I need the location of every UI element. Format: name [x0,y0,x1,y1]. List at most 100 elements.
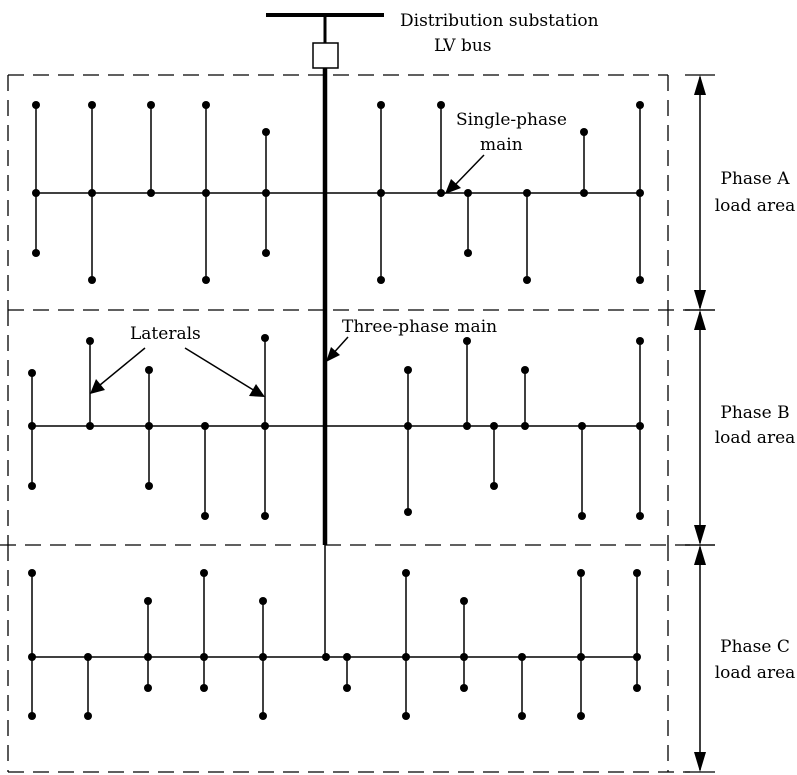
phase-a-lateral-3-top-node [147,101,155,109]
phase-c-label-line2: load area [715,663,796,683]
substation-label-line2: LV bus [434,36,492,56]
phase-c-lateral-7-bottom-node [343,684,351,692]
phase-c-lateral-1-top-node [28,569,36,577]
phase-b-lateral-7-junction-node [463,422,471,430]
phase-c-lateral-11-bottom-node [577,712,585,720]
phase-b-lateral-1-junction-node [28,422,36,430]
phase-c-lateral-2-junction-node [84,653,92,661]
phase-b-lateral-9-top-node [521,366,529,374]
phase-c-lateral-9-bottom-node [460,684,468,692]
phase-b-lateral-6-top-node [404,366,412,374]
phase-b-lateral-3-junction-node [145,422,153,430]
phase-c-lateral-1-junction-node [28,653,36,661]
phase-b-lateral-2-top-node [86,337,94,345]
phase-c-lateral-5-bottom-node [259,712,267,720]
phase-b-lateral-8-bottom-node [490,482,498,490]
single-phase-main-arrow-line [454,154,485,186]
phase-c-label-line1: Phase C [720,637,790,657]
phase-a-lateral-2-bottom-node [88,276,96,284]
phase-c-lateral-6-junction-node [322,653,330,661]
phase-c-lateral-4-bottom-node [200,684,208,692]
phase-a-lateral-11-junction-node [636,189,644,197]
phase-b-lateral-5-top-node [261,334,269,342]
phase-b-lateral-7-top-node [463,337,471,345]
phase-a-lateral-4-junction-node [202,189,210,197]
phase-a-lateral-8-bottom-node [464,249,472,257]
phase-a-dimension-arrowhead-top [694,75,706,95]
phase-a-lateral-7-junction-node [437,189,445,197]
three-phase-main-line [266,13,384,657]
phase-c-lateral-2-bottom-node [84,712,92,720]
phase-b-label-line2: load area [715,428,796,448]
phase-c-lateral-7-junction-node [343,653,351,661]
three-phase-main-label: Three-phase main [342,317,497,337]
phase-c-lateral-5-top-node [259,597,267,605]
lateral-lines [28,101,644,720]
phase-b-lateral-3-bottom-node [145,482,153,490]
phase-c-lateral-12-top-node [633,569,641,577]
phase-c-lateral-12-bottom-node [633,684,641,692]
phase-a-lateral-10-junction-node [580,189,588,197]
phase-a-lateral-4-bottom-node [202,276,210,284]
phase-a-label-line2: load area [715,196,796,216]
phase-b-lateral-2-junction-node [86,422,94,430]
phase-b-lateral-4-bottom-node [201,512,209,520]
phase-c-lateral-8-bottom-node [402,712,410,720]
phase-a-lateral-9-junction-node [523,189,531,197]
phase-c-lateral-1-bottom-node [28,712,36,720]
phase-b-lateral-5-bottom-node [261,512,269,520]
phase-c-lateral-8-junction-node [402,653,410,661]
phase-a-lateral-5-top-node [262,128,270,136]
phase-c-lateral-3-junction-node [144,653,152,661]
phase-b-lateral-11-top-node [636,337,644,345]
phase-c-lateral-4-junction-node [200,653,208,661]
load-area-boxes [0,74,690,773]
phase-c-lateral-9-junction-node [460,653,468,661]
phase-b-lateral-3-top-node [145,366,153,374]
phase-a-lateral-5-junction-node [262,189,270,197]
phase-c-lateral-3-bottom-node [144,684,152,692]
phase-b-lateral-10-bottom-node [578,512,586,520]
phase-b-lateral-1-bottom-node [28,482,36,490]
phase-a-lateral-1-bottom-node [32,249,40,257]
annotation-arrows [90,74,715,773]
phase-a-lateral-2-top-node [88,101,96,109]
single-phase-mains [32,192,640,658]
phase-a-lateral-5-bottom-node [262,249,270,257]
phase-a-lateral-1-junction-node [32,189,40,197]
substation-label-line1: Distribution substation [400,11,599,31]
phase-b-lateral-9-junction-node [521,422,529,430]
phase-a-label-line1: Phase A [721,169,791,189]
phase-c-lateral-10-junction-node [518,653,526,661]
laterals-arrowhead-left [90,379,105,394]
phase-a-lateral-8-junction-node [464,189,472,197]
three-phase-main-arrowhead [326,347,340,362]
phase-b-lateral-5-junction-node [261,422,269,430]
phase-c-lateral-12-junction-node [633,653,641,661]
phase-b-dimension-arrowhead-bottom [694,525,706,545]
phase-b-lateral-4-junction-node [201,422,209,430]
phase-a-lateral-6-junction-node [377,189,385,197]
phase-b-lateral-8-junction-node [490,422,498,430]
phase-b-lateral-6-bottom-node [404,508,412,516]
laterals-arrow-right-line [184,347,256,392]
phase-a-lateral-10-top-node [580,128,588,136]
phase-a-lateral-6-top-node [377,101,385,109]
phase-b-lateral-6-junction-node [404,422,412,430]
laterals-arrowhead-right [249,384,265,397]
phase-a-lateral-1-top-node [32,101,40,109]
phase-a-dimension-arrowhead-bottom [694,290,706,310]
phase-b-label-line1: Phase B [720,403,789,423]
phase-a-lateral-3-junction-node [147,189,155,197]
single-phase-main-label-line1: Single-phase [456,110,567,130]
phase-a-lateral-9-bottom-node [523,276,531,284]
phase-b-lateral-11-junction-node [636,422,644,430]
phase-c-lateral-5-junction-node [259,653,267,661]
laterals-label: Laterals [130,324,201,344]
phase-c-lateral-11-top-node [577,569,585,577]
phase-b-lateral-1-top-node [28,369,36,377]
phase-a-lateral-11-bottom-node [636,276,644,284]
phase-c-dimension-arrowhead-bottom [694,752,706,772]
phase-a-lateral-2-junction-node [88,189,96,197]
